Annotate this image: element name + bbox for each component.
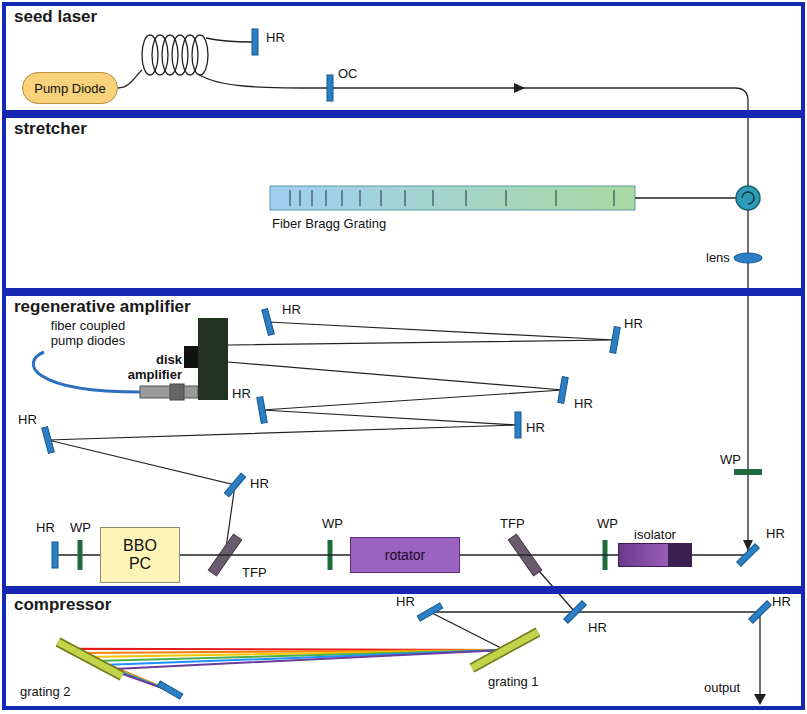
grating — [58, 642, 122, 676]
mirror — [749, 601, 772, 624]
component-label: TFP — [500, 516, 525, 531]
grating-lines — [290, 190, 614, 206]
pump-head — [170, 384, 184, 400]
pump-fiber — [33, 352, 140, 392]
component-name: Pump Diode — [34, 81, 106, 96]
fiber — [635, 197, 736, 198]
component-label: HR — [282, 302, 301, 317]
component-label: HR — [526, 420, 545, 435]
component-label: grating 2 — [20, 684, 71, 699]
beam-connector — [460, 554, 618, 555]
section-band: stretcher — [2, 114, 805, 292]
component-label: HR — [250, 476, 269, 491]
mirror — [417, 603, 443, 621]
grating — [58, 642, 122, 676]
component-label: lens — [706, 250, 730, 265]
component-label: HR — [766, 526, 785, 541]
section-heading: seed laser — [14, 7, 97, 27]
component-label: disk amplifier — [104, 352, 182, 382]
pump-diode-box: Pump Diode — [22, 72, 118, 104]
mirror — [558, 377, 568, 404]
component-label: OC — [338, 66, 358, 81]
component-label: HR — [396, 594, 415, 609]
grating — [472, 632, 538, 668]
section-band: Pump Diode seed laser — [2, 2, 805, 114]
component-name: rotator — [385, 547, 425, 563]
component-label: grating 1 — [488, 674, 539, 689]
component-label: HR — [36, 520, 55, 535]
output-arrow — [754, 694, 766, 705]
component-label: HR — [232, 386, 251, 401]
pump-head — [140, 386, 198, 398]
component-label: WP — [597, 516, 618, 531]
mirror — [257, 397, 267, 424]
lens-symbol — [734, 253, 762, 263]
component-label: HR — [772, 594, 791, 609]
component-label: WP — [70, 520, 91, 535]
disk-crystal — [184, 346, 198, 368]
mirror — [224, 473, 245, 497]
section-heading: compressor — [14, 595, 111, 615]
mirror — [262, 309, 275, 336]
component-label: HR — [624, 316, 643, 331]
circulator — [736, 186, 760, 210]
mirror — [327, 75, 333, 101]
component-label: HR — [18, 412, 37, 427]
mirror — [252, 29, 258, 55]
mirror — [737, 544, 760, 567]
component-label: TFP — [242, 565, 267, 580]
bragg-grating — [270, 186, 635, 210]
component-label: WP — [322, 516, 343, 531]
mirror — [515, 412, 521, 438]
beam — [430, 612, 760, 696]
mirror — [564, 601, 587, 624]
rotator-box: rotator — [350, 537, 460, 573]
component-label: Fiber Bragg Grating — [272, 216, 386, 231]
multipass-beam — [48, 322, 615, 555]
section-heading: stretcher — [14, 119, 87, 139]
mirror — [52, 542, 58, 568]
grating — [472, 632, 538, 668]
beam-arrow — [514, 83, 525, 93]
disk-heatsink — [198, 318, 228, 400]
component-name: BBO PC — [118, 537, 162, 573]
component-label: fiber coupled pump diodes — [36, 318, 140, 348]
waveplate — [734, 469, 762, 475]
beam-connector — [180, 554, 350, 555]
component-label: WP — [720, 452, 741, 467]
component-label: HR — [588, 620, 607, 635]
mirror — [42, 427, 55, 454]
isolator-box: isolator — [618, 527, 692, 567]
mirror — [157, 681, 183, 699]
component-label: HR — [574, 396, 593, 411]
section-heading: regenerative amplifier — [14, 297, 191, 317]
waveplate — [78, 540, 83, 570]
mirror — [610, 327, 620, 354]
component-label: output — [704, 680, 740, 695]
component-label: HR — [266, 30, 285, 45]
spectral-fan — [71, 649, 505, 690]
component-name: isolator — [634, 527, 676, 543]
pockels-cell-box: BBO PC — [100, 527, 180, 583]
circulator-arrow — [742, 192, 754, 204]
isolator-symbol — [618, 543, 692, 567]
